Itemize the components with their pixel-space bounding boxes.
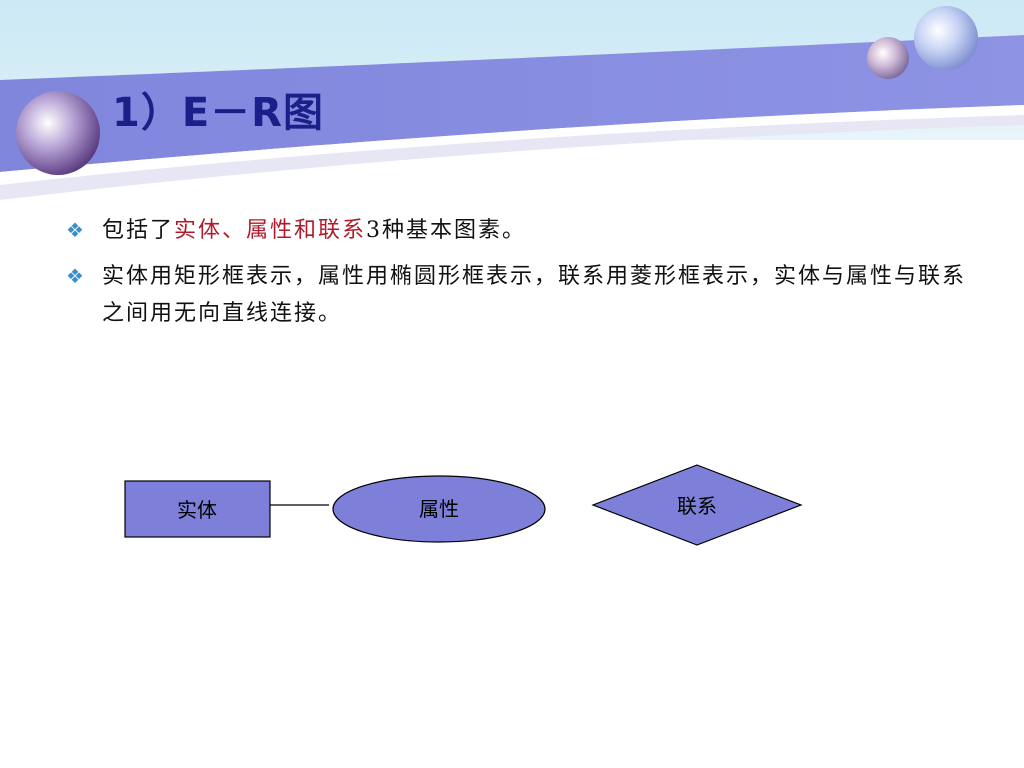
relationship-label: 联系: [677, 494, 717, 518]
entity-label: 实体: [177, 498, 217, 522]
banner-purple-band: [0, 35, 1024, 172]
bullet-prefix: 包括了: [102, 218, 175, 243]
banner-lower-shade: [0, 115, 1024, 200]
sphere-decoration-blue: [914, 6, 978, 70]
bullet-suffix: 3种基本图素。: [366, 218, 527, 243]
diamond-bullet-icon: ❖: [66, 264, 84, 288]
bullet-item: ❖ 实体用矩形框表示，属性用椭圆形框表示，联系用菱形框表示，实体与属性与联系之间…: [66, 258, 966, 332]
header-banner: [0, 0, 1024, 200]
attribute-ellipse: [332, 475, 546, 543]
bullet-highlight: 实体、属性和联系: [174, 218, 367, 243]
attribute-label: 属性: [419, 497, 459, 521]
entity-rectangle: [124, 480, 271, 538]
bullet-item: ❖ 包括了实体、属性和联系3种基本图素。: [66, 212, 966, 249]
bullet-text: 实体用矩形框表示，属性用椭圆形框表示，联系用菱形框表示，实体与属性与联系之间用无…: [102, 264, 967, 326]
slide-title: 1）E－R图: [112, 90, 324, 136]
relationship-diamond: [591, 464, 803, 546]
banner-lower-curve: [0, 105, 1024, 185]
bullet-text: 包括了实体、属性和联系3种基本图素。: [102, 212, 966, 249]
sphere-decoration-small: [867, 37, 909, 79]
sphere-decoration-large: [16, 91, 100, 175]
diamond-bullet-icon: ❖: [66, 218, 84, 242]
